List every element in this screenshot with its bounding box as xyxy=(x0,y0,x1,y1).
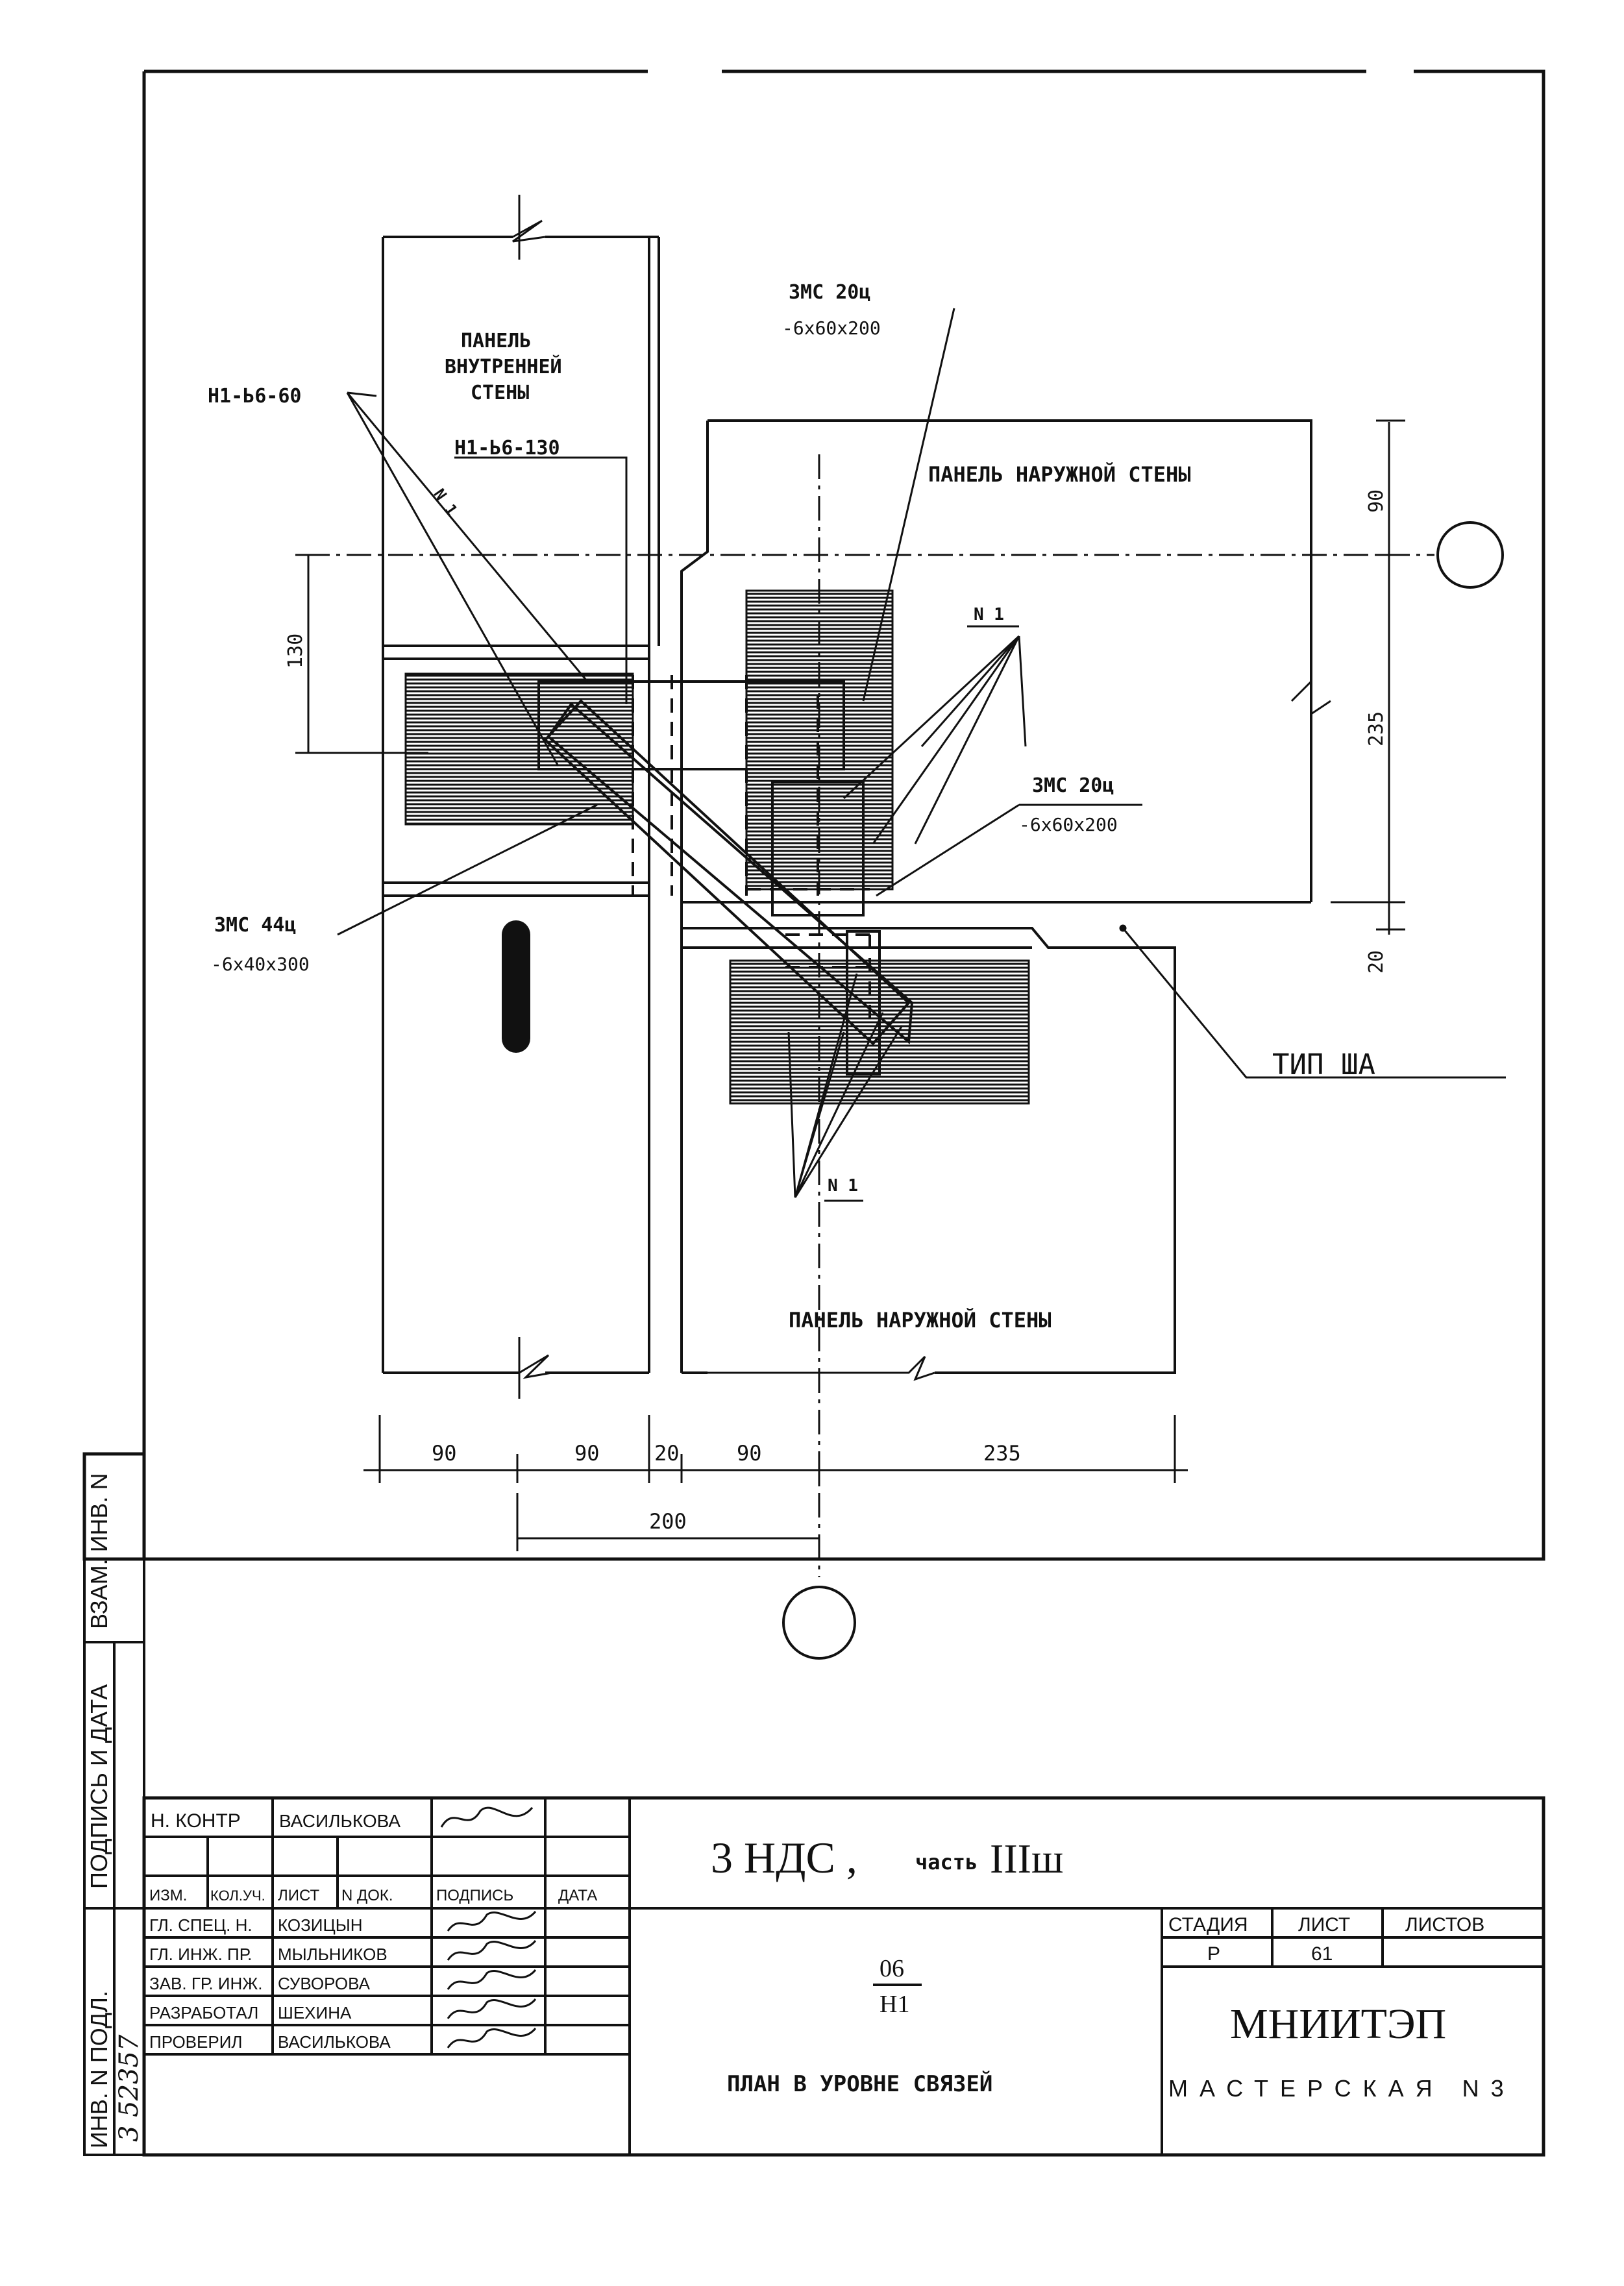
dims-bottom xyxy=(363,1415,1188,1551)
callout-h1-130: Н1-Ь6-130 xyxy=(454,437,560,460)
person-role-1: ГЛ. СПЕЦ. Н. xyxy=(149,1915,252,1935)
dims-left xyxy=(295,554,428,754)
dim-right-20: 20 xyxy=(1365,950,1388,974)
person-role-4: РАЗРАБОТАЛ xyxy=(149,2003,258,2022)
header-list: ЛИСТ xyxy=(278,1887,320,1904)
outer-wall-panel-top xyxy=(680,419,1331,1373)
sheet-header: ЛИСТ xyxy=(1298,1914,1350,1936)
n-kontr-role: Н. КОНТР xyxy=(151,1810,241,1832)
n-kontr-name: ВАСИЛЬКОВА xyxy=(279,1811,400,1831)
code-top: 06 xyxy=(880,1955,904,1982)
zms20-mid-size: -6х60х200 xyxy=(1019,814,1118,835)
header-n-dok: N ДОК. xyxy=(341,1887,393,1904)
side-vzam-label: ВЗАМ. ИНВ. N xyxy=(86,1473,112,1629)
stage-value: Р xyxy=(1207,1943,1220,1965)
leaders xyxy=(337,308,1506,1198)
callout-h1-60: Н1-Ь6-60 xyxy=(208,385,302,408)
dim-bottom-200: 200 xyxy=(649,1509,687,1534)
inner-panel-label-1: ПАНЕЛЬ xyxy=(461,330,531,352)
zms44-size: -6х40х300 xyxy=(211,953,310,975)
sheet-title: ПЛАН В УРОВНЕ СВЯЗЕЙ xyxy=(727,2071,992,2097)
project-title: 3 НДС , xyxy=(711,1833,857,1882)
code-bottom: Н1 xyxy=(880,1991,909,2018)
organization-name: МНИИТЭП xyxy=(1230,2000,1446,2048)
sheets-header: ЛИСТОВ xyxy=(1405,1914,1484,1936)
person-role-2: ГЛ. ИНЖ. ПР. xyxy=(149,1945,252,1964)
outer-panel-top-label: ПАНЕЛЬ НАРУЖНОЙ СТЕНЫ xyxy=(928,462,1191,487)
person-name-4: ШЕХИНА xyxy=(278,2003,352,2022)
dim-bottom-90a: 90 xyxy=(432,1441,457,1466)
zms20-top-name: ЗМС 20ц xyxy=(789,281,870,304)
header-kol-uch: КОЛ.УЧ. xyxy=(210,1887,265,1904)
n1-label-b: N 1 xyxy=(974,605,1004,624)
person-role-3: ЗАВ. ГР. ИНЖ. xyxy=(149,1974,262,1993)
header-podpis: ПОДПИСЬ xyxy=(436,1887,513,1904)
dims-right xyxy=(1331,419,1405,935)
signature-rows: ГЛ. СПЕЦ. Н. КОЗИЦЫН ГЛ. ИНЖ. ПР. МЫЛЬНИ… xyxy=(149,1910,537,2052)
person-name-1: КОЗИЦЫН xyxy=(278,1915,363,1935)
outer-panel-bottom-label: ПАНЕЛЬ НАРУЖНОЙ СТЕНЫ xyxy=(789,1308,1052,1333)
person-name-2: МЫЛЬНИКОВ xyxy=(278,1945,388,1964)
inner-panel-label-3: СТЕНЫ xyxy=(471,382,529,404)
side-stamp: ВЗАМ. ИНВ. N ПОДПИСЬ И ДАТА ИНВ. N ПОДЛ.… xyxy=(83,1453,145,2156)
dim-right-90: 90 xyxy=(1365,489,1388,513)
project-part-word: часть xyxy=(915,1850,978,1874)
sheet-value: 61 xyxy=(1311,1943,1333,1965)
n1-label-c: N 1 xyxy=(828,1176,858,1196)
hidden-lines xyxy=(632,675,871,1026)
title-block: Н. КОНТР ВАСИЛЬКОВА ИЗМ. КОЛ.УЧ. ЛИСТ N … xyxy=(142,1796,1545,2157)
side-inv-label: ИНВ. N ПОДЛ. xyxy=(86,1991,112,2148)
person-name-5: ВАСИЛЬКОВА xyxy=(278,2032,391,2052)
side-podpis-label: ПОДПИСЬ И ДАТА xyxy=(86,1684,112,1889)
dim-bottom-90c: 90 xyxy=(737,1441,762,1466)
header-izm: ИЗМ. xyxy=(149,1887,187,1904)
dim-right-235: 235 xyxy=(1365,711,1388,746)
zms20-mid-name: ЗМС 20ц xyxy=(1032,774,1114,797)
side-inv-value: 3 52357 xyxy=(114,2034,144,2142)
inner-panel-label-2: ВНУТРЕННЕЙ xyxy=(445,355,562,378)
dim-bottom-20: 20 xyxy=(654,1441,680,1466)
stage-header: СТАДИЯ xyxy=(1168,1914,1248,1936)
project-part-num: IIIш xyxy=(990,1836,1063,1882)
zms20-top-size: -6х60х200 xyxy=(782,317,881,339)
zms44-name: ЗМС 44ц xyxy=(214,914,296,937)
type-label: ТИП ША xyxy=(1272,1048,1375,1081)
n1-label-a: N 1 xyxy=(430,485,461,519)
dim-bottom-235: 235 xyxy=(983,1441,1021,1466)
person-name-3: СУВОРОВА xyxy=(278,1974,371,1993)
workshop-name: МАСТЕРСКАЯ N3 xyxy=(1168,2075,1516,2102)
person-role-5: ПРОВЕРИЛ xyxy=(149,2032,242,2052)
dim-left-130: 130 xyxy=(284,633,307,669)
header-data: ДАТА xyxy=(558,1887,597,1904)
plan-drawing: ПАНЕЛЬ ВНУТРЕННЕЙ СТЕНЫ ПАНЕЛЬ НАРУЖНОЙ … xyxy=(208,195,1506,1660)
dim-bottom-90b: 90 xyxy=(574,1441,600,1466)
